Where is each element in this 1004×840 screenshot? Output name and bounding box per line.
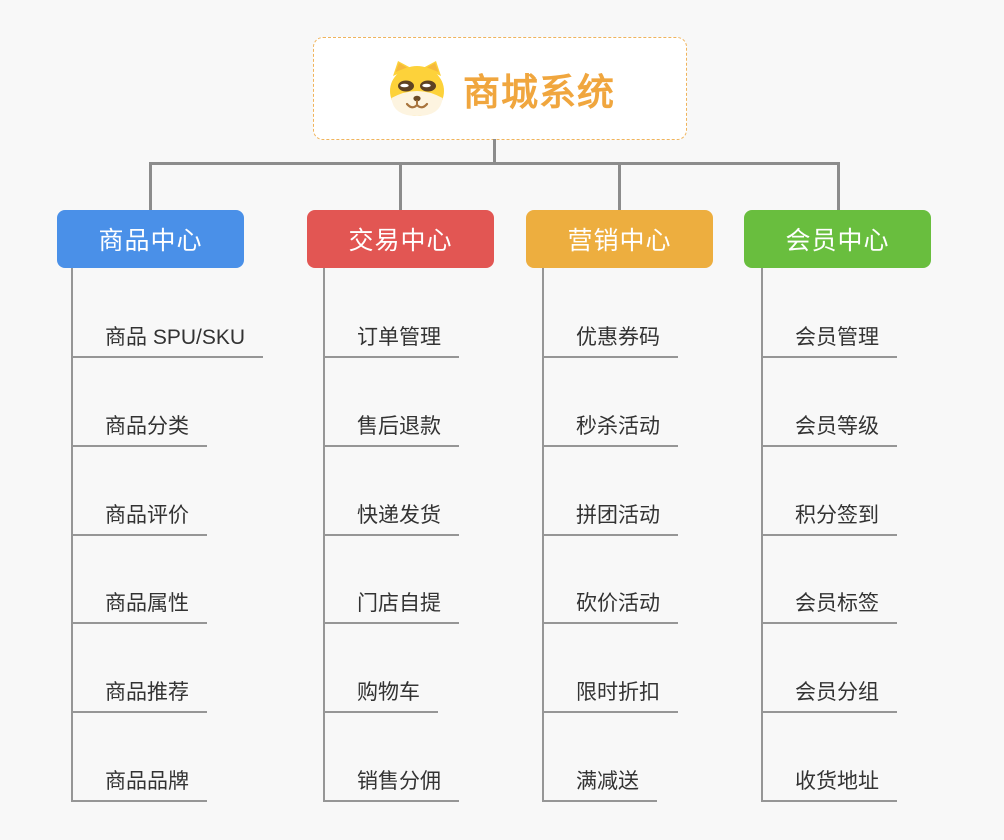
leaf-node[interactable]: 商品分类 xyxy=(71,404,207,447)
leaf-node[interactable]: 优惠券码 xyxy=(542,315,678,358)
branch-node-marketing[interactable]: 营销中心 xyxy=(526,210,713,268)
leaf-node[interactable]: 商品推荐 xyxy=(71,670,207,713)
leaf-node[interactable]: 商品 SPU/SKU xyxy=(71,315,264,358)
connector-stub-products xyxy=(149,162,152,210)
dog-face-icon xyxy=(385,60,449,118)
leaf-node[interactable]: 销售分佣 xyxy=(323,759,459,802)
leaf-node[interactable]: 拼团活动 xyxy=(542,493,678,536)
leaf-node[interactable]: 积分签到 xyxy=(761,493,897,536)
branch-node-products[interactable]: 商品中心 xyxy=(57,210,244,268)
leaf-node[interactable]: 订单管理 xyxy=(323,315,459,358)
leaf-node[interactable]: 商品品牌 xyxy=(71,759,207,802)
leaf-node[interactable]: 快递发货 xyxy=(323,493,459,536)
leaf-node[interactable]: 收货地址 xyxy=(761,759,897,802)
connector-stub-trade xyxy=(399,162,402,210)
root-title: 商城系统 xyxy=(463,71,615,113)
leaf-node[interactable]: 商品评价 xyxy=(71,493,207,536)
connector-stub-marketing xyxy=(618,162,621,210)
leaf-node[interactable]: 会员等级 xyxy=(761,404,897,447)
leaf-node[interactable]: 砍价活动 xyxy=(542,581,678,624)
branch-node-trade[interactable]: 交易中心 xyxy=(307,210,494,268)
leaf-node[interactable]: 门店自提 xyxy=(323,581,459,624)
connector-horizontal-bar xyxy=(149,162,840,165)
leaf-node[interactable]: 售后退款 xyxy=(323,404,459,447)
connector-root-stub xyxy=(493,139,496,165)
root-node[interactable]: 商城系统 xyxy=(313,37,687,140)
connector-stub-members xyxy=(837,162,840,210)
branch-node-members[interactable]: 会员中心 xyxy=(744,210,931,268)
leaf-node[interactable]: 购物车 xyxy=(323,670,438,713)
leaf-node[interactable]: 商品属性 xyxy=(71,581,207,624)
leaf-node[interactable]: 秒杀活动 xyxy=(542,404,678,447)
leaf-node[interactable]: 会员分组 xyxy=(761,670,897,713)
leaf-node[interactable]: 满减送 xyxy=(542,759,657,802)
leaf-node[interactable]: 会员标签 xyxy=(761,581,897,624)
leaf-node[interactable]: 会员管理 xyxy=(761,315,897,358)
leaf-node[interactable]: 限时折扣 xyxy=(542,670,678,713)
